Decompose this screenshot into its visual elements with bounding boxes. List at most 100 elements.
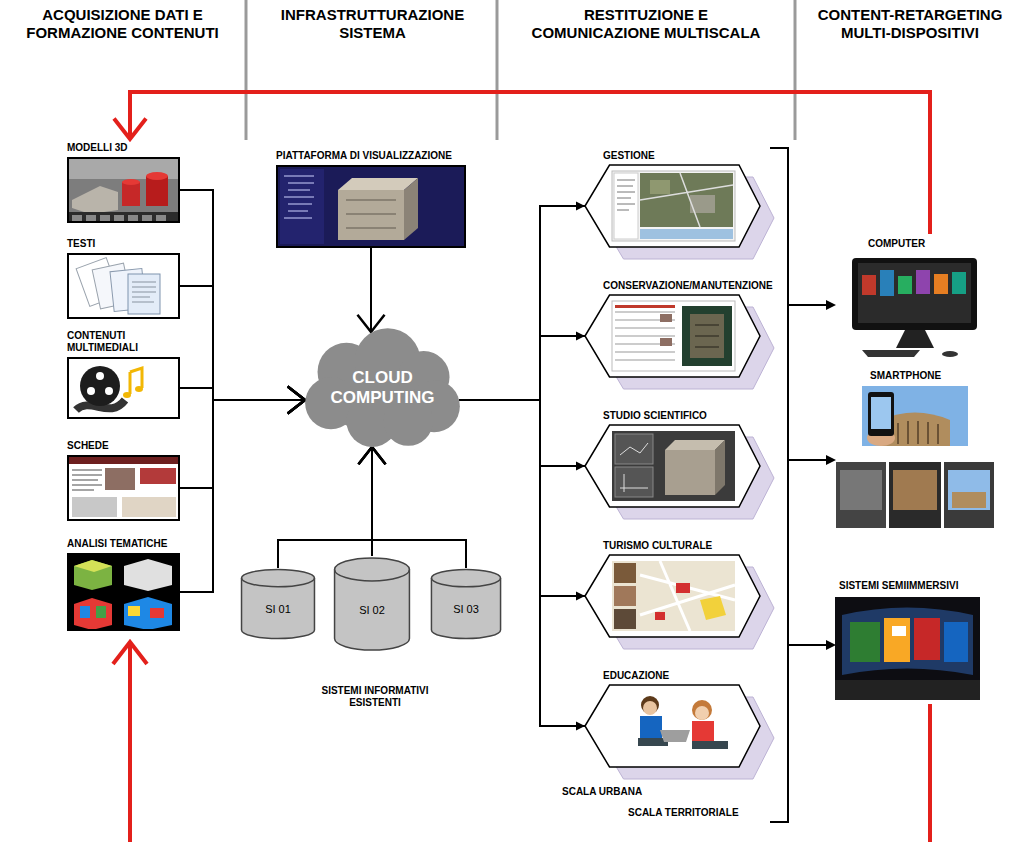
phone [868,392,894,436]
connector-line [278,447,372,568]
arrowhead [576,202,585,211]
content-box: MODELLI 3D [67,142,180,223]
screen-tile [898,276,912,294]
text-stack: SI 02 [333,556,411,652]
thumb-bg [67,157,180,223]
output-arrow [788,304,828,306]
photo-bg [612,691,735,761]
screenshot-bg [612,431,735,501]
app-photo [948,470,990,510]
map-area [700,596,726,620]
node-heading: TESTI [67,238,180,250]
text-stack: SI 01 [240,568,316,640]
feedback-arrowhead [113,642,147,664]
node-heading: STUDIO SCIENTIFICO [585,410,785,422]
child-head [643,701,657,715]
cloud-body [305,328,460,447]
screenshot-bg [612,301,735,371]
database-cylinder: SI 01 [240,568,316,640]
app-photo [840,470,882,510]
satellite-map [640,173,733,227]
thumb-bg [67,357,180,419]
drawing-sketch [620,443,648,492]
arrowhead [358,447,385,464]
app-screen [836,462,886,528]
screen-tile [952,272,966,294]
paper-sheet [128,274,160,314]
content-box: ANALISI TEMATICHE [67,538,180,631]
reel-hole [105,387,113,395]
arrowhead [288,386,305,413]
child-hair [692,700,712,720]
hexagon-fill [585,685,760,767]
content-box: SCHEDE [67,440,180,521]
hexagon-border [585,165,760,247]
tree-lines [284,176,314,218]
connector [180,286,305,414]
output-hexagon: STUDIO SCIENTIFICO [585,410,785,507]
image-frame [67,253,180,319]
panel-lines [617,180,635,210]
content-box: TESTI [67,238,180,319]
column-header: CONTENT-RETARGETING MULTI-DISPOSITIVI [805,6,1015,42]
building-roof [74,560,112,572]
cylinder-rim [431,578,500,587]
arrowhead [576,592,585,601]
thumb-bg [67,553,180,631]
hexagon-border [585,685,760,767]
screenshot-bg [612,171,735,241]
room-floor [835,680,980,700]
app-screen [944,462,994,528]
heat-patch [96,606,106,618]
connector [358,447,466,568]
connector-line [459,336,585,400]
thumb-icons [72,215,166,221]
table-photo [660,338,672,346]
node-heading: SISTEMI SEMIIMMERSIVI [835,580,985,592]
output-arrowhead [826,300,836,310]
output-hexagon: TURISMO CULTURALE [585,540,785,637]
connector-line [459,400,585,726]
table-lines [615,312,675,360]
arrowhead [114,119,146,139]
red-model [122,182,140,206]
hexagon-body [585,555,760,637]
connector [357,248,384,332]
database-label: SI 02 [342,604,402,617]
map-marker [676,583,690,593]
connector-line [130,92,930,234]
map-patch [650,180,670,194]
heat-patch [150,608,164,618]
node-heading: SCHEDE [67,440,180,452]
map-photo [614,586,636,606]
stone-top [665,440,725,450]
image-frame [276,165,466,248]
phone-screen [871,397,891,429]
screen-tile [934,274,948,294]
app-colosseum [952,492,986,508]
figure-area [835,385,995,530]
node-heading: GESTIONE [585,150,785,162]
column-divider [245,0,248,140]
platform-screen: PIATTAFORMA DI VISUALIZZAZIONE [276,150,466,248]
hexagon-outline [585,165,760,247]
connector-line [459,400,585,596]
connector [278,447,386,568]
screen-panel [892,626,906,636]
child-body [640,716,662,738]
building-model [74,560,112,590]
database-cylinder: SI 02 [333,556,411,652]
connector [459,202,585,401]
hexagon-body [585,685,760,767]
hexagon-outline [585,685,760,767]
map-streets [640,561,735,631]
hexagon-body [585,425,760,507]
connector [180,386,305,488]
music-note-head [135,386,143,392]
screen-band [850,622,880,662]
column-divider [794,0,797,140]
column-header: INFRASTRUTTURAZIONE SISTEMA [255,6,490,42]
screen-bg [276,165,466,248]
arrowhead [576,462,585,471]
